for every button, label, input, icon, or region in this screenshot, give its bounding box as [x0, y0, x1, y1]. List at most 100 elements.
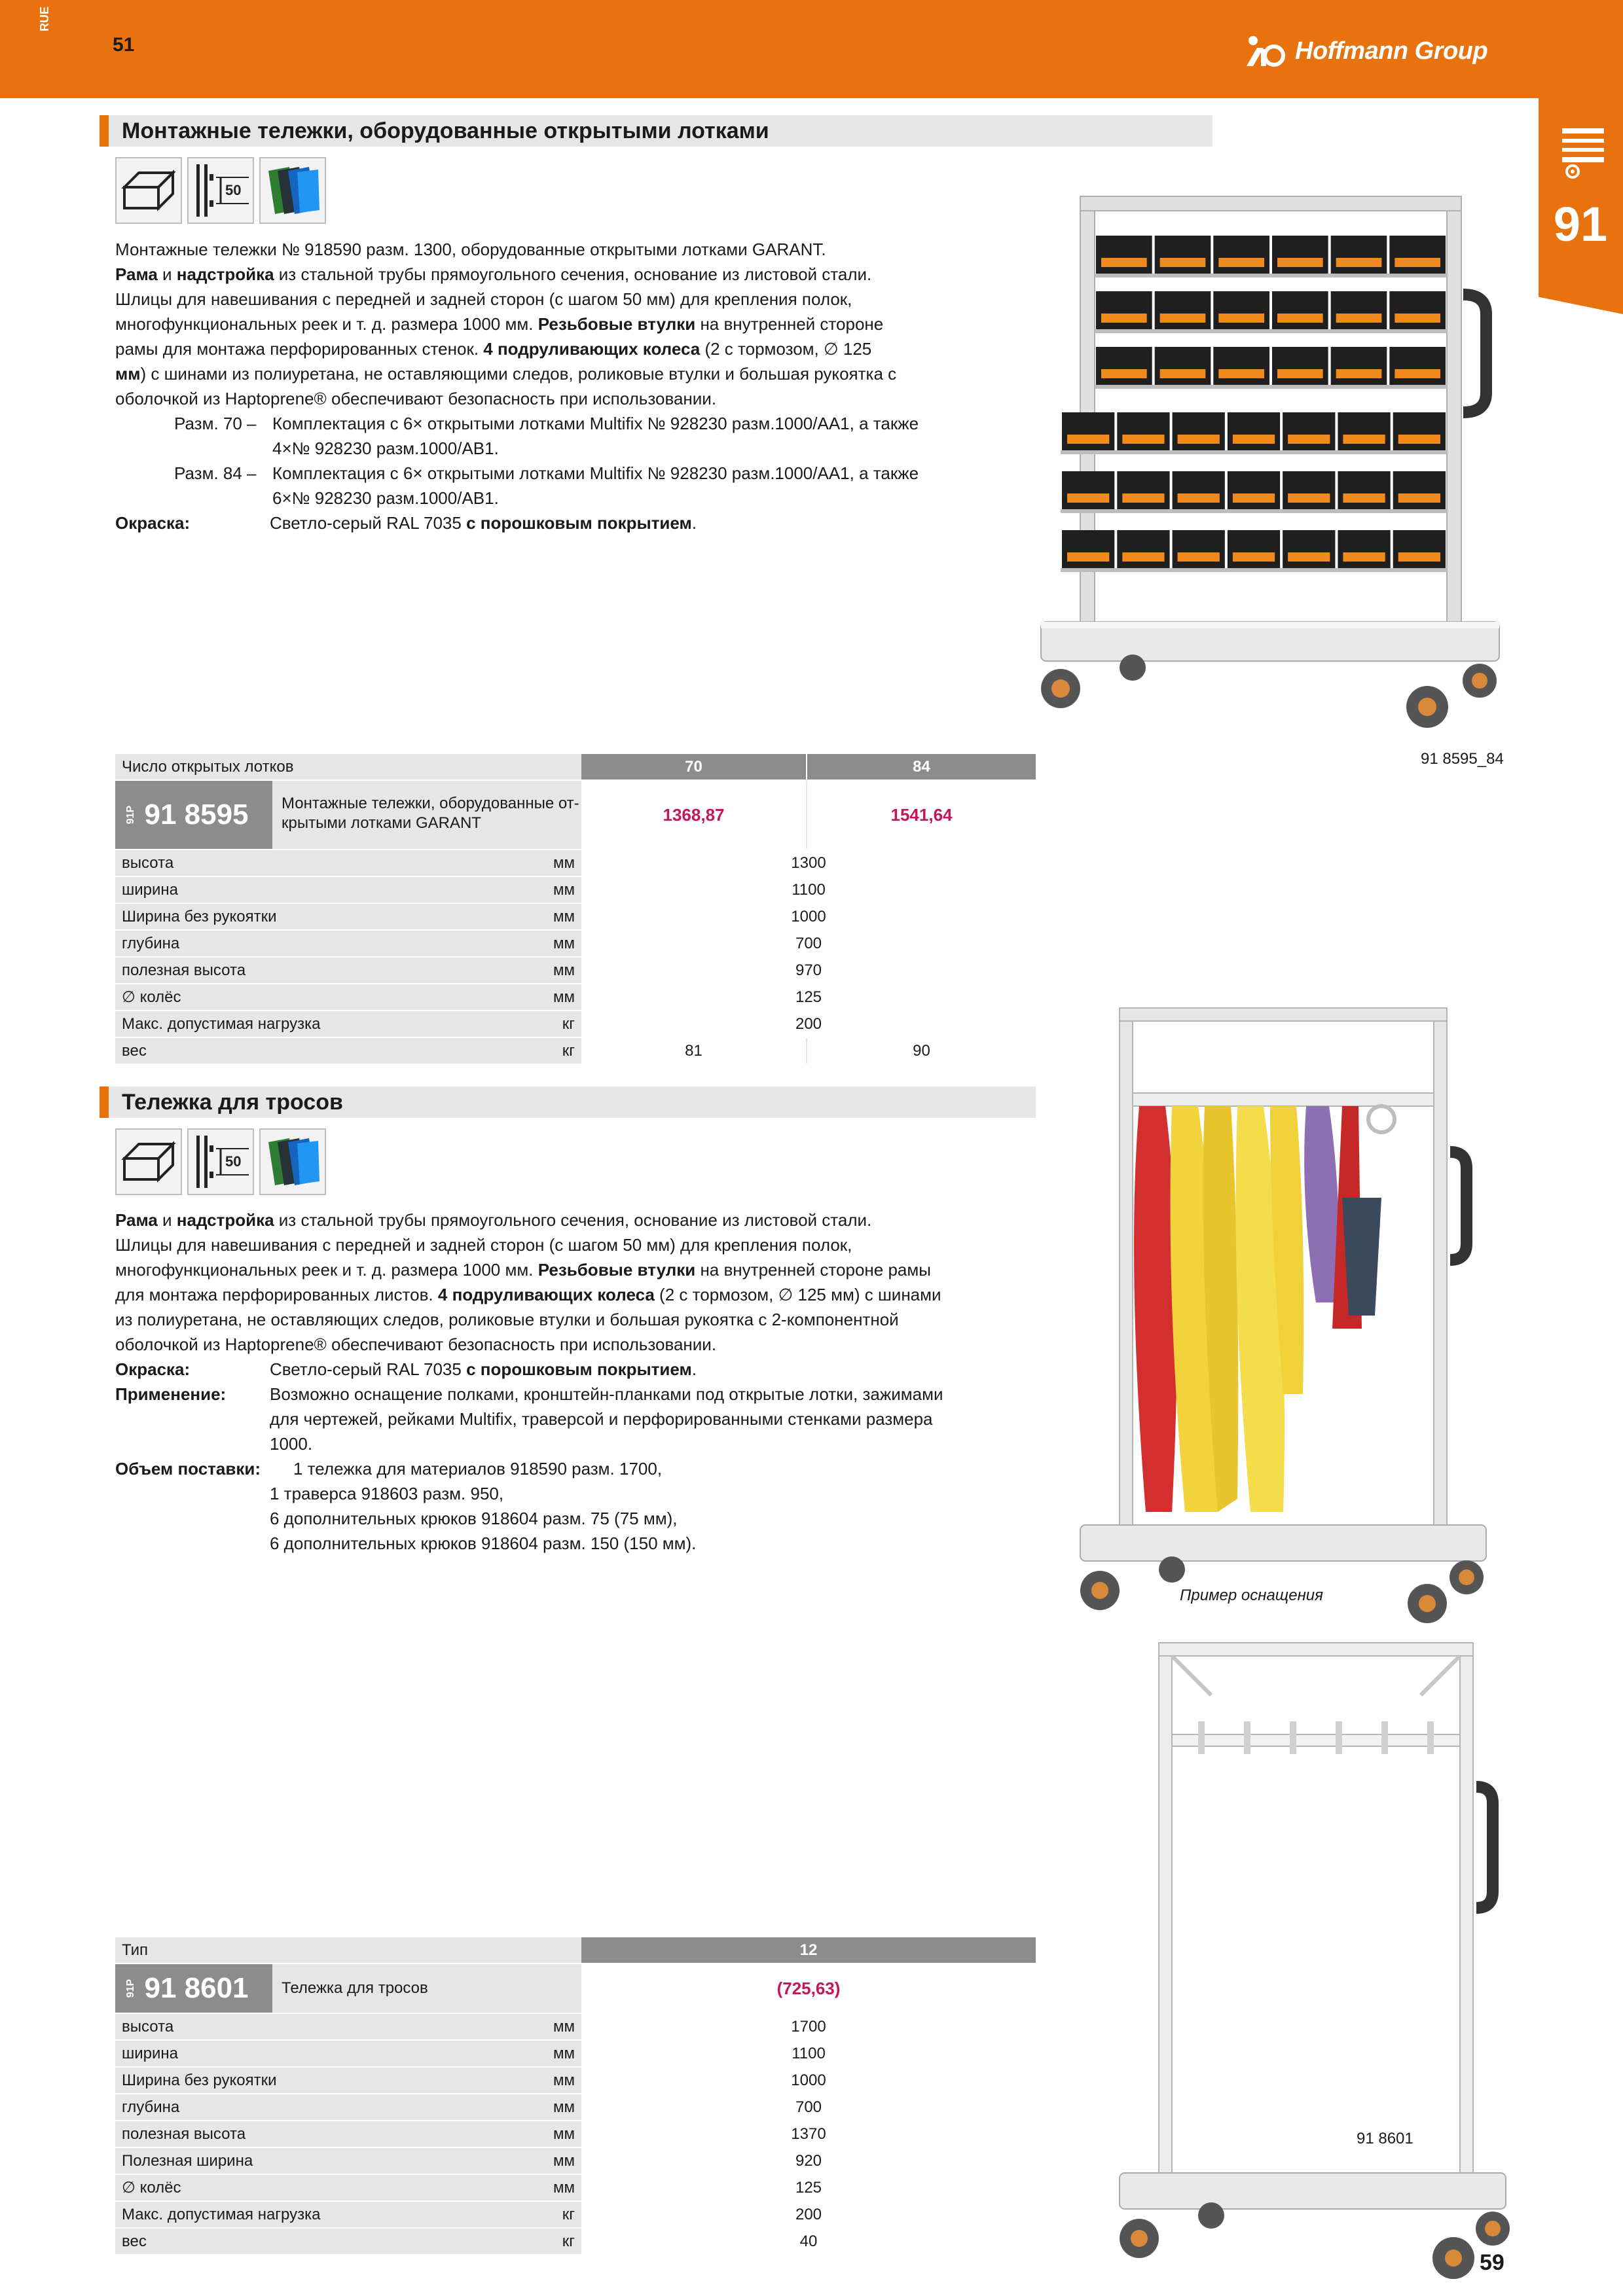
article-row: 91P 91 8601 Тележка для тросов (725,63)	[115, 1964, 1036, 2014]
size-84: Разм. 84 –Комплектация с 6× открытыми ло…	[174, 463, 919, 508]
bin-label	[1343, 493, 1385, 503]
bin-label	[1177, 493, 1220, 503]
bin-label	[1159, 258, 1206, 267]
desc-line-4: для монтажа перфорированных листов. 4 по…	[115, 1285, 941, 1304]
bin-label	[1101, 314, 1147, 323]
spec-value: 1100	[581, 877, 1036, 903]
bin-label	[1277, 369, 1323, 378]
image-caption-example: Пример оснащения	[1180, 1587, 1323, 1604]
bin	[1338, 471, 1391, 509]
slot-pitch-icon: 50	[187, 1128, 254, 1195]
chapter-tab	[1539, 98, 1623, 314]
table-row: вес кг 81 90	[115, 1038, 1036, 1065]
shelf	[1061, 568, 1447, 572]
bin-label	[1277, 314, 1323, 323]
spec-value: 40	[581, 2229, 1036, 2254]
bin-rows	[1061, 236, 1447, 572]
bin-label	[1336, 314, 1382, 323]
product-image-rope-cart-example	[1074, 1001, 1506, 1626]
chapter-number: 91	[1553, 197, 1608, 251]
bin	[1117, 412, 1170, 450]
intro-line: Монтажные тележки № 918590 разм. 1300, о…	[115, 240, 826, 259]
spec-unit: мм	[553, 2071, 575, 2089]
bin-label	[1177, 552, 1220, 562]
bin-label	[1343, 435, 1385, 444]
article-description: Монтажные тележки, оборудованные от-крыт…	[272, 781, 581, 849]
heading-accent-bar	[100, 1086, 109, 1118]
article-row: 91P 91 8595 Монтажные тележки, оборудова…	[115, 781, 1036, 850]
spec-unit: мм	[553, 2017, 575, 2036]
article-description: Тележка для тросов	[272, 1964, 581, 2013]
desc-line-4: рамы для монтажа перфорированных стенок.…	[115, 339, 872, 359]
product-image-rope-cart	[1100, 1636, 1525, 2287]
bin	[1272, 291, 1328, 329]
bin	[1227, 471, 1281, 509]
page-header	[0, 0, 1623, 98]
bin	[1213, 347, 1269, 385]
spec-unit: мм	[553, 961, 575, 979]
bin	[1154, 347, 1211, 385]
shelf	[1095, 274, 1447, 278]
spec-value: 1000	[581, 2068, 1036, 2093]
bin	[1389, 347, 1446, 385]
spec-name: Ширина без рукоятки	[122, 907, 277, 925]
bin-label	[1343, 552, 1385, 562]
bin	[1062, 412, 1115, 450]
bin	[1172, 471, 1225, 509]
bin-label	[1232, 552, 1275, 562]
spec-value: 970	[581, 958, 1036, 983]
bin-label	[1288, 493, 1330, 503]
pitch-label: 50	[225, 1153, 241, 1170]
spec-name: ширина	[122, 2044, 179, 2062]
spec-name: Макс. допустимая нагрузка	[122, 1014, 321, 1033]
spec-value: 125	[581, 984, 1036, 1010]
bin	[1389, 291, 1446, 329]
bin-label	[1218, 258, 1264, 267]
desc-line-2: Шлицы для навешивания с передней и задне…	[115, 1235, 852, 1255]
spec-name: глубина	[122, 934, 180, 952]
spec-name: ∅ колёс	[122, 2179, 181, 2197]
spec-unit: мм	[553, 907, 575, 925]
bin	[1117, 530, 1170, 568]
bin-label	[1218, 314, 1264, 323]
bin	[1338, 412, 1391, 450]
spec-value: 1000	[581, 904, 1036, 929]
bin-label	[1232, 435, 1275, 444]
bin-label	[1159, 369, 1206, 378]
spec-unit: мм	[553, 880, 575, 899]
spec-name: высота	[122, 2017, 174, 2036]
spec-unit: мм	[553, 988, 575, 1006]
section-heading: Монтажные тележки, оборудованные открыты…	[100, 115, 1213, 147]
table-header-row: Число открытых лотков 70 84	[115, 754, 1036, 781]
desc-line-5: из полиуретана, не оставляющих следов, р…	[115, 1310, 899, 1329]
section-title: Монтажные тележки, оборудованные открыты…	[122, 118, 769, 143]
page-number: 59	[1480, 2250, 1504, 2275]
bin	[1117, 471, 1170, 509]
bin-label	[1122, 493, 1165, 503]
spec-name: вес	[122, 2232, 147, 2250]
desc-line-1: Рама и надстройка из стальной трубы прям…	[115, 1210, 872, 1230]
size-variants: Разм. 70 –Комплектация с 6× открытыми ло…	[115, 411, 1045, 511]
feature-icons: 50	[115, 1128, 326, 1195]
bin	[1227, 530, 1281, 568]
bin-label	[1336, 258, 1382, 267]
bin	[1062, 530, 1115, 568]
spec-unit: мм	[553, 2151, 575, 2170]
price-84: 1541,64	[890, 804, 953, 825]
brand-logo: Hoffmann Group	[1244, 33, 1488, 69]
language-code: RUE	[38, 6, 51, 31]
cart-icon	[1557, 124, 1609, 187]
bin-label	[1398, 493, 1440, 503]
bin	[1213, 291, 1269, 329]
bin-label	[1067, 552, 1110, 562]
desc-line-5: мм) с шинами из полиуретана, не оставляю…	[115, 364, 897, 384]
spec-unit: мм	[553, 2044, 575, 2062]
desc-line-6: оболочкой из Haptoprene® обеспечивают бе…	[115, 1335, 717, 1354]
